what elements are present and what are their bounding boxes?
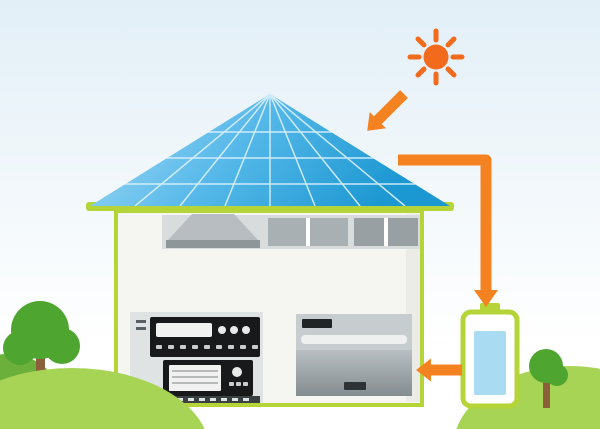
window-left-mullion [306, 218, 310, 246]
second-floor [162, 214, 420, 249]
house [86, 94, 454, 407]
dishwasher-vent [344, 382, 366, 390]
energy-flow-arrows [367, 90, 498, 382]
oven-buttons [229, 382, 248, 386]
dishwasher-control-panel [302, 319, 332, 328]
tree-left [3, 301, 80, 365]
dishwasher [296, 314, 412, 396]
sun-icon [407, 28, 465, 86]
tree-right-trunk [543, 378, 550, 408]
oven-window-lines [172, 370, 218, 384]
roof-to-battery-arrow-icon [398, 154, 492, 292]
roof-to-battery-arrowhead [474, 290, 498, 307]
battery-charge-level [474, 331, 506, 395]
control-buttons [156, 345, 258, 349]
greenery-right [456, 349, 600, 429]
storage-battery [460, 303, 520, 409]
range-hood-lip [166, 240, 260, 248]
range-hood [168, 214, 258, 240]
control-display [156, 323, 212, 337]
tree-right [529, 349, 568, 386]
dishwasher-handle-slot [301, 335, 407, 344]
control-knobs [218, 326, 250, 334]
cabinet-handle-dashes [136, 320, 146, 330]
sun-core [423, 44, 449, 70]
sunlight-arrow-icon [367, 90, 408, 131]
window-right-mullion [384, 218, 388, 246]
battery-to-appliances-arrow-icon [416, 358, 462, 382]
sun-rays [407, 28, 465, 86]
greenery-left [0, 301, 205, 429]
hill-left [0, 368, 205, 429]
oven-knob [232, 367, 242, 377]
